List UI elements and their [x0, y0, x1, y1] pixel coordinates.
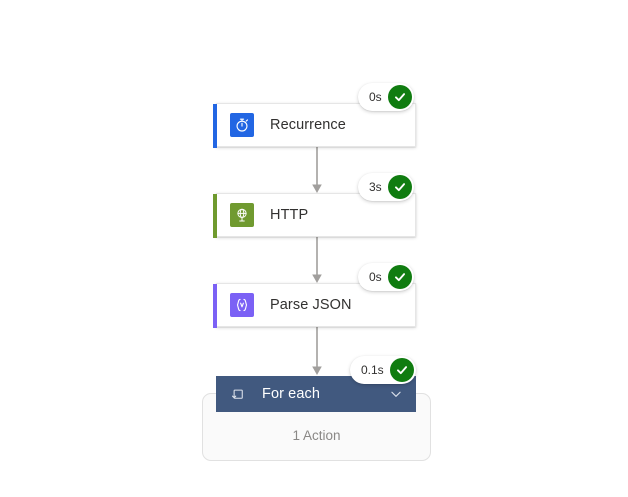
loop-icon: [230, 386, 246, 402]
node-accent-bar: [213, 284, 217, 328]
globe-antenna-icon: [230, 203, 254, 227]
node-title: HTTP: [270, 207, 309, 223]
node-parse-json[interactable]: Parse JSON: [213, 283, 416, 328]
node-accent-bar: [213, 104, 217, 148]
duration-label: 3s: [369, 180, 382, 194]
node-title: Recurrence: [270, 117, 346, 133]
node-title: For each: [262, 386, 321, 402]
connector-http-to-parsejson: [312, 236, 322, 283]
success-check-icon: [389, 358, 414, 382]
connector-recurrence-to-http: [312, 146, 322, 193]
duration-label: 0s: [369, 270, 382, 284]
success-check-icon: [387, 175, 412, 199]
node-title: Parse JSON: [270, 297, 352, 313]
status-badge-recurrence[interactable]: 0s: [358, 83, 414, 111]
status-badge-for-each[interactable]: 0.1s: [350, 356, 416, 384]
chevron-down-icon[interactable]: [389, 387, 403, 401]
node-accent-bar: [213, 194, 217, 238]
success-check-icon: [387, 85, 412, 109]
status-badge-parse-json[interactable]: 0s: [358, 263, 414, 291]
duration-label: 0s: [369, 90, 382, 104]
status-badge-http[interactable]: 3s: [358, 173, 414, 201]
success-check-icon: [387, 265, 412, 289]
scope-action-count: 1 Action: [292, 428, 341, 443]
json-braces-icon: [230, 293, 254, 317]
stopwatch-icon: [230, 113, 254, 137]
duration-label: 0.1s: [361, 363, 384, 377]
connector-parsejson-to-foreach: [312, 326, 322, 375]
